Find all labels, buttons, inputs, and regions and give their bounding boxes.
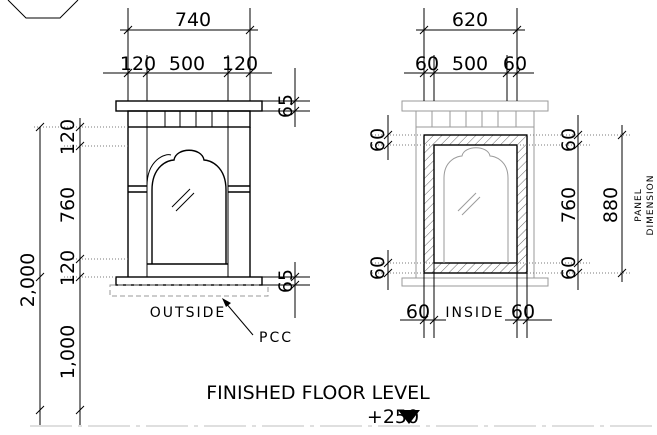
- panel-label-line2: DIMENSION: [646, 175, 656, 236]
- outside-mid-segment: 500: [169, 53, 205, 75]
- inside-mid-segment: 500: [452, 53, 488, 75]
- inside-glass-height: 760: [558, 187, 580, 223]
- finished-floor-label: FINISHED FLOOR LEVEL: [206, 382, 430, 404]
- inside-label: INSIDE: [445, 305, 504, 321]
- inside-elevation: [401, 100, 549, 287]
- inside-bottom-frame-left: 60: [367, 256, 389, 280]
- inside-left-segment: 60: [415, 53, 439, 75]
- outside-sill-band-height: 120: [57, 250, 79, 286]
- outside-label: OUTSIDE: [150, 305, 226, 321]
- outside-cornice-height-bottom: 65: [275, 269, 297, 293]
- pcc-label: PCC: [259, 330, 293, 346]
- inside-left-dimensions: [372, 115, 434, 290]
- outside-cornice-height-top: 65: [275, 94, 297, 118]
- outside-top-dimensions: [103, 8, 272, 101]
- outside-right-segment: 120: [222, 53, 258, 75]
- inside-top-frame-left: 60: [367, 128, 389, 152]
- inside-total-width: 620: [452, 9, 488, 31]
- level-marker-icon: [398, 410, 420, 424]
- sill-height-from-floor: 1,000: [57, 325, 79, 379]
- outside-opening-height: 760: [57, 187, 79, 223]
- inside-bottom-right-dim: 60: [511, 301, 535, 323]
- overall-height: 2,000: [17, 253, 39, 307]
- outside-left-dimensions: [34, 118, 128, 425]
- panel-total-height: 880: [600, 187, 622, 223]
- inside-top-frame-right: 60: [558, 128, 580, 152]
- inside-bottom-left-dim: 60: [406, 301, 430, 323]
- outside-right-dimensions: [262, 68, 310, 318]
- inside-right-dimensions: [517, 115, 630, 290]
- inside-bottom-dimensions: [400, 263, 552, 338]
- inside-top-dimensions: [404, 8, 534, 101]
- pcc-leader: [222, 298, 254, 336]
- inside-right-segment: 60: [503, 53, 527, 75]
- inside-bottom-frame-right: 60: [558, 256, 580, 280]
- outside-elevation: [109, 100, 269, 297]
- outside-total-width: 740: [175, 9, 211, 31]
- corner-tag-symbol: [7, 0, 79, 19]
- panel-label-line1: PANEL: [634, 188, 644, 221]
- outside-left-segment: 120: [120, 53, 156, 75]
- outside-head-height: 120: [57, 119, 79, 155]
